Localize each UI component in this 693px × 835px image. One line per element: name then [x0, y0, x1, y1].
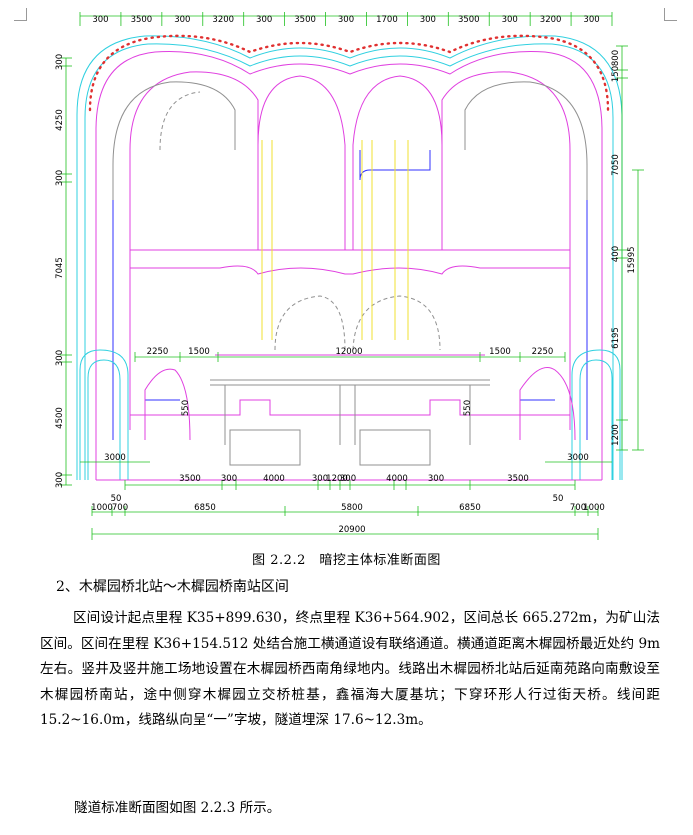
dim-top-label-10: 300 [502, 15, 518, 25]
left-pit-outer [79, 349, 129, 480]
dim-left-label-4: 300 [55, 350, 65, 366]
platform-structure [210, 379, 490, 445]
dim-right-inner-label-2: 7050 [611, 154, 621, 176]
dim-top-label-7: 1700 [376, 15, 398, 25]
dim-bottom2b-label-2: 6850 [194, 503, 216, 513]
dim-left-label-5: 4500 [55, 407, 65, 429]
dim-bottom2b-label-0: 1000 [91, 503, 113, 513]
dim-left-label-1: 4250 [55, 109, 65, 131]
dim-total-label: 20900 [338, 525, 365, 535]
dim-top-label-6: 300 [338, 15, 354, 25]
lower-arch-left-dashed [274, 295, 346, 351]
left-pit-inner [87, 359, 121, 480]
dim-interior-label-0: 2250 [147, 347, 169, 357]
dim-top-label-5: 3500 [294, 15, 316, 25]
body-paragraph-1: 区间设计起点里程 K35+899.630，终点里程 K36+564.902，区间… [40, 610, 660, 728]
dim-left-label-3: 7045 [55, 257, 65, 279]
dim-top-label-1: 3500 [131, 15, 153, 25]
track-pits [229, 429, 431, 466]
dim-top-label-11: 3200 [540, 15, 562, 25]
figure-caption: 图 2.2.2 暗挖主体标准断面图 [252, 553, 441, 568]
dim-bottom1-label-0: 3500 [179, 474, 201, 484]
dim-right-inner-label-3: 400 [611, 246, 621, 262]
right-arch-inner [441, 71, 571, 430]
dim-top-label-12: 300 [583, 15, 599, 25]
blue-liner-top [359, 150, 431, 181]
inner-grey-right [464, 81, 588, 420]
dim-bottom1-label-1: 300 [221, 474, 237, 484]
dim-bottom1-label-2: 4000 [263, 474, 285, 484]
structure-lines [76, 34, 623, 481]
dim-left-label-6: 300 [55, 472, 65, 488]
dim-left-label-0: 300 [55, 54, 65, 70]
dim-right-total-label: 15995 [627, 246, 637, 273]
crop-mark-top-right [664, 8, 677, 21]
dim-left-label-2: 300 [55, 170, 65, 186]
dim-bottom2b-label-5: 700 [570, 503, 586, 513]
right-small-arch [519, 367, 576, 441]
dim-bottom2b-label-1: 700 [112, 503, 128, 513]
dim-bottom1-label-5: 300 [340, 474, 356, 484]
outer-lining [76, 35, 623, 480]
crop-mark-top-left [14, 8, 27, 21]
dim-top-label-9: 3500 [458, 15, 480, 25]
dim-small-label-0: 550 [181, 400, 191, 416]
dim-interior-label-4: 2250 [532, 347, 554, 357]
middle-slab-bottom [130, 265, 570, 275]
mid-right-arch [352, 75, 443, 146]
dim-bottom1-label-3: 300 [312, 474, 328, 484]
dimension-labels: 300 3500 300 3200 300 3500 300 1700 300 3500 300 32… [55, 15, 637, 535]
dim-top-label-0: 300 [92, 15, 108, 25]
mid-left-arch [257, 75, 346, 146]
cross-section-drawing: 300 3500 300 3200 300 3500 300 1700 300 3500 300 32… [55, 12, 644, 540]
waterproof-dots [88, 34, 610, 112]
right-pit-inner [579, 359, 613, 480]
dim-ledge-label-0: 3000 [104, 453, 126, 463]
body-paragraph-2: 隧道标准断面图如图 2.2.3 所示。 [74, 800, 281, 816]
dim-bottom2a-label-1: 50 [553, 494, 564, 504]
dim-bottom1-label-6: 4000 [386, 474, 408, 484]
inner-grey-left [112, 81, 236, 420]
columns-upper [257, 145, 443, 250]
dim-top-label-4: 300 [256, 15, 272, 25]
dim-interior-label-3: 1500 [489, 347, 511, 357]
dim-right-inner-label-1: 150 [611, 66, 621, 82]
dim-bottom2a-label-0: 50 [111, 494, 122, 504]
dim-top-label-3: 3200 [212, 15, 234, 25]
dim-ledge-label-1: 3000 [567, 453, 589, 463]
left-arch-inner [129, 71, 259, 430]
inner-grey-dashed-left [159, 91, 201, 151]
lower-arch-right-dashed [352, 295, 441, 351]
dim-top-label-8: 300 [420, 15, 436, 25]
dimension-lines [60, 12, 644, 540]
dim-bottom1-label-4: 1200 [326, 474, 348, 484]
outer-lining-inner [84, 43, 614, 480]
dim-right-inner-label-0: 800 [611, 50, 621, 66]
dim-bottom1-label-8: 3500 [507, 474, 529, 484]
base-slab [130, 399, 570, 416]
dim-small-label-1: 550 [463, 400, 473, 416]
dim-interior-label-2: 12000 [335, 347, 362, 357]
left-small-arch [144, 368, 191, 441]
dim-bottom2b-label-4: 6850 [459, 503, 481, 513]
dim-bottom1-label-7: 300 [428, 474, 444, 484]
section-heading: 2、木樨园桥北站～木樨园桥南站区间 [56, 579, 289, 595]
dim-bottom2b-label-3: 5800 [341, 503, 363, 513]
blue-liner-verticals [112, 200, 588, 440]
main-structure-outer [95, 51, 603, 480]
dim-right-inner-label-4: 6195 [611, 327, 621, 349]
dim-interior-label-1: 1500 [188, 347, 210, 357]
dim-right-inner-label-5: 1200 [611, 424, 621, 446]
dim-top-label-2: 300 [174, 15, 190, 25]
right-pit-outer [571, 349, 621, 480]
dim-bottom2b-label-6: 1000 [583, 503, 605, 513]
